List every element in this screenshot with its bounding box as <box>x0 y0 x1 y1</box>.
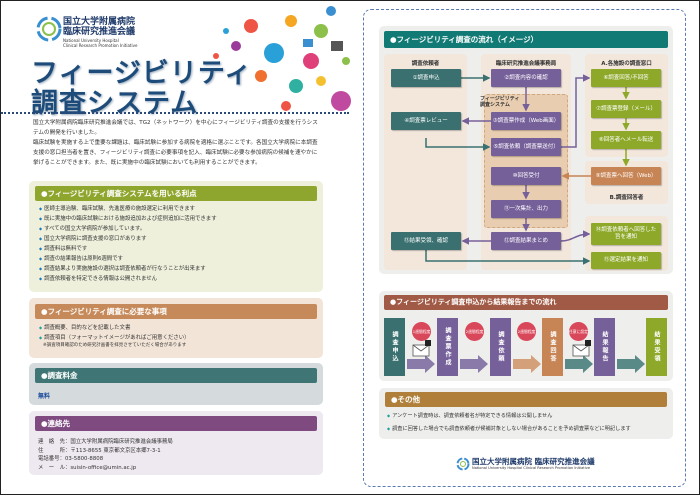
footer-logo-icon <box>456 457 470 471</box>
fee-section: ●調査料金 無料 <box>29 363 323 405</box>
benefit-item: すべての国立大学病院が参加しています。 <box>39 224 145 234</box>
other-section: ●その他 アンケート調査時は、調査依頼者名が特定できる情報は公開しません 調査に… <box>379 388 673 439</box>
footer-org-en: National University Hospital Clinical Re… <box>472 466 591 470</box>
other-heading: ●その他 <box>385 392 667 407</box>
requirements-note: ※調査項目確認のため研究計画書を拝見させていただく場合があります <box>43 343 187 348</box>
social-icons-cluster-icon <box>213 6 351 111</box>
divider <box>1 112 349 114</box>
org-name-jp: 国立大学附属病院 臨床研究推進会議 <box>63 17 136 37</box>
requirements-heading: ●フィージビリティ調査に必要な事項 <box>35 304 317 319</box>
address-label: 住 所 <box>38 447 65 454</box>
duration-badge: 任意に設定 <box>569 322 588 341</box>
column-respondent-label: B.調査回答者 <box>609 195 644 201</box>
benefit-item: 調査の結果報告は原則6週間です <box>39 254 123 264</box>
phone-value: ：03-5800-8808 <box>59 456 104 462</box>
benefit-item: 調査依頼者を特定できる情報は公開されません <box>39 274 157 284</box>
step-15-result: ⑮選定結果を通知 <box>591 252 661 269</box>
intro-p2: 臨床試験を実施する上で重要な課題は、臨床試験に参加する病院を適格に選ぶことです。… <box>33 140 318 166</box>
duration-badge: 2週間程度 <box>517 322 536 341</box>
requirement-item: 調査項目（フォーマットイメージがあればご用意ください） <box>39 333 189 343</box>
step-4-review: ④調査票レビュー <box>391 112 461 130</box>
timeline-heading: ●フィージビリティ調査申込から結果報告までの流れ <box>384 295 668 310</box>
stage-receive: 結果受領 <box>646 318 667 376</box>
other-item: 調査に回答した場合でも調査依頼者が候補対象としない場合があることを予め調査票など… <box>387 424 631 434</box>
column-requester-label: 調査依頼者 <box>411 61 440 67</box>
step-8-forward: ⑧回答者へメール転送 <box>591 131 661 149</box>
title-line1: フィージビリティ <box>31 58 253 89</box>
step-11-tally: ⑪一次集計、出力 <box>491 200 561 218</box>
fee-value: 無料 <box>38 393 51 400</box>
step-9-respond: ⑨調査票へ回答（Web） <box>591 167 661 185</box>
contact-rows: 連 絡 先：国立大学附属病院臨床研究推進会議事務局 住 所：〒113-8655 … <box>38 438 173 472</box>
duration-badge: 2週間程度 <box>465 322 484 341</box>
benefit-item: 調査料は無料です <box>39 244 87 254</box>
benefit-item: 調査結果より実施施設の選択は調査依頼者が行なうことが出来ます <box>39 264 206 274</box>
locked-envelope-icon <box>412 340 431 357</box>
duration-badge: 1週間程度 <box>412 322 431 341</box>
step-14-notify: ⑭調査依頼者へ回答した旨を通知 <box>591 223 661 245</box>
benefits-section: ●フィージビリティ調査システムを用いる利点 医師主導治験、臨床試験、先進医療の施… <box>29 181 323 292</box>
contact-label: 連 絡 先 <box>38 439 65 445</box>
step-12-summary: ⑫調査結果まとめ <box>491 232 561 250</box>
column-secretariat-label: 臨床研究推進会議事務局 <box>495 61 557 67</box>
email-label: メ ー ル <box>38 464 65 471</box>
requirements-section: ●フィージビリティ調査に必要な事項 調査概要、目的などを記載した文書 調査項目（… <box>29 298 323 358</box>
contact-heading: ●連絡先 <box>35 416 317 431</box>
step-5-request: ⑤調査依頼（調査票送付） <box>491 138 561 156</box>
benefits-heading: ●フィージビリティ調査システムを用いる利点 <box>35 186 317 201</box>
step-10-accept: ⑩回答受付 <box>491 167 561 185</box>
contact-section: ●連絡先 連 絡 先：国立大学附属病院臨床研究推進会議事務局 住 所：〒113-… <box>29 411 323 475</box>
logo-mark-icon <box>36 16 62 42</box>
org-name-en-1: National University Hospital <box>63 38 119 43</box>
benefit-item: 国立大学病院に調査支援の窓口があります <box>39 234 146 244</box>
stage-request: 調査依頼 <box>490 318 511 376</box>
contact-value: ：国立大学附属病院臨床研究推進会議事務局 <box>64 439 173 445</box>
locked-envelope-icon <box>572 340 591 357</box>
footer-org-jp: 国立大学附属病院 臨床研究推進会議 <box>472 457 595 466</box>
requirement-item: 調査概要、目的などを記載した文書 <box>39 323 130 333</box>
stage-answer: 調査回答 <box>542 318 563 376</box>
right-page-frame <box>363 9 686 487</box>
fee-heading: ●調査料金 <box>35 368 317 383</box>
step-7-register: ⑦調査票登録（メール） <box>591 100 661 118</box>
step-1-apply: ①調査申込 <box>391 69 461 87</box>
stage-report: 結果報告 <box>594 318 615 376</box>
step-13-receive: ⑬結果受領、確認 <box>391 232 461 250</box>
step-6-answer: ⑥調査回答/不回答 <box>591 69 661 87</box>
email-value[interactable]: ：suisin-office@umin.ac.jp <box>64 464 137 471</box>
step-3-create: ③調査票作成（Web画面） <box>491 112 561 130</box>
org-name-en-2: Clinical Research Promotion Initiative <box>63 43 138 48</box>
stage-create: 調査票作成 <box>437 318 458 376</box>
benefit-item: 既に実施中の臨床試験における施設追加および症例追加に活用できます <box>39 214 217 224</box>
other-item: アンケート調査時は、調査依頼者名が特定できる情報は公開しません <box>387 411 552 421</box>
system-label: フィージビリティ 調査システム <box>480 96 520 108</box>
flow-heading: ●フィージビリティ調査の流れ（イメージ） <box>384 31 668 48</box>
intro-p1: 国立大学附属病院臨床研究推進会議では、TG2（ネットワーク）を中心にフィージビリ… <box>33 120 318 136</box>
intro-text: 国立大学附属病院臨床研究推進会議では、TG2（ネットワーク）を中心にフィージビリ… <box>33 118 321 168</box>
step-2-confirm: ②調査内容の確認 <box>491 69 561 87</box>
address-value: ：〒113-8655 東京都文京区本郷7-3-1 <box>64 447 161 454</box>
phone-label: 電話番号 <box>38 456 60 462</box>
stage-apply: 調査申込 <box>384 318 405 376</box>
column-site-label: A.各施設の調査窓口 <box>601 61 652 67</box>
benefit-item: 医師主導治験、臨床試験、先進医療の施設選定に利用できます <box>39 204 195 214</box>
